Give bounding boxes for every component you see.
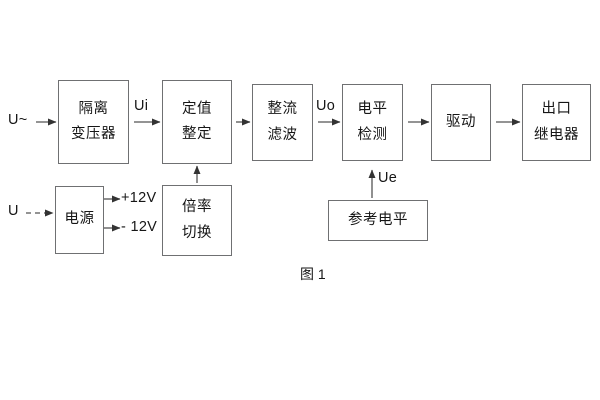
label-signal-ui: Ui bbox=[134, 98, 149, 114]
block-line: 定值 bbox=[182, 100, 212, 117]
block-line: 继电器 bbox=[534, 126, 579, 143]
block-reference-level: 参考电平 bbox=[328, 200, 428, 241]
block-line: 滤波 bbox=[267, 126, 298, 143]
block-setting-value: 定值 整定 bbox=[162, 80, 232, 164]
block-line: 切换 bbox=[182, 224, 212, 241]
block-isolation-transformer: 隔离 变压器 bbox=[58, 80, 129, 164]
block-line: 参考电平 bbox=[348, 211, 408, 228]
block-line: 电平 bbox=[357, 101, 388, 118]
block-output-relay: 出口 继电器 bbox=[522, 84, 591, 161]
block-ratio-switch: 倍率 切换 bbox=[162, 185, 232, 256]
label-signal-uo: Uo bbox=[316, 98, 336, 114]
block-line: 隔离 bbox=[78, 100, 109, 117]
block-line: 整定 bbox=[182, 126, 212, 142]
block-power-supply: 电源 bbox=[55, 186, 104, 254]
label-input-u-ac: U~ bbox=[8, 112, 28, 128]
block-rectify-filter: 整流 滤波 bbox=[252, 84, 313, 161]
figure-caption: 图 1 bbox=[300, 266, 326, 282]
block-line: 电源 bbox=[64, 211, 95, 228]
block-line: 驱动 bbox=[446, 113, 476, 130]
label-supply-negative: - 12V bbox=[121, 219, 158, 235]
block-line: 检测 bbox=[357, 126, 388, 143]
block-line: 出口 bbox=[541, 101, 572, 118]
label-input-u-dc: U bbox=[8, 203, 19, 219]
label-signal-ue: Ue bbox=[378, 170, 398, 186]
block-line: 倍率 bbox=[182, 199, 212, 216]
block-drive: 驱动 bbox=[431, 84, 491, 161]
block-level-detection: 电平 检测 bbox=[342, 84, 403, 161]
label-supply-positive: +12V bbox=[121, 190, 157, 206]
block-line: 整流 bbox=[267, 101, 298, 118]
block-line: 变压器 bbox=[71, 126, 116, 142]
